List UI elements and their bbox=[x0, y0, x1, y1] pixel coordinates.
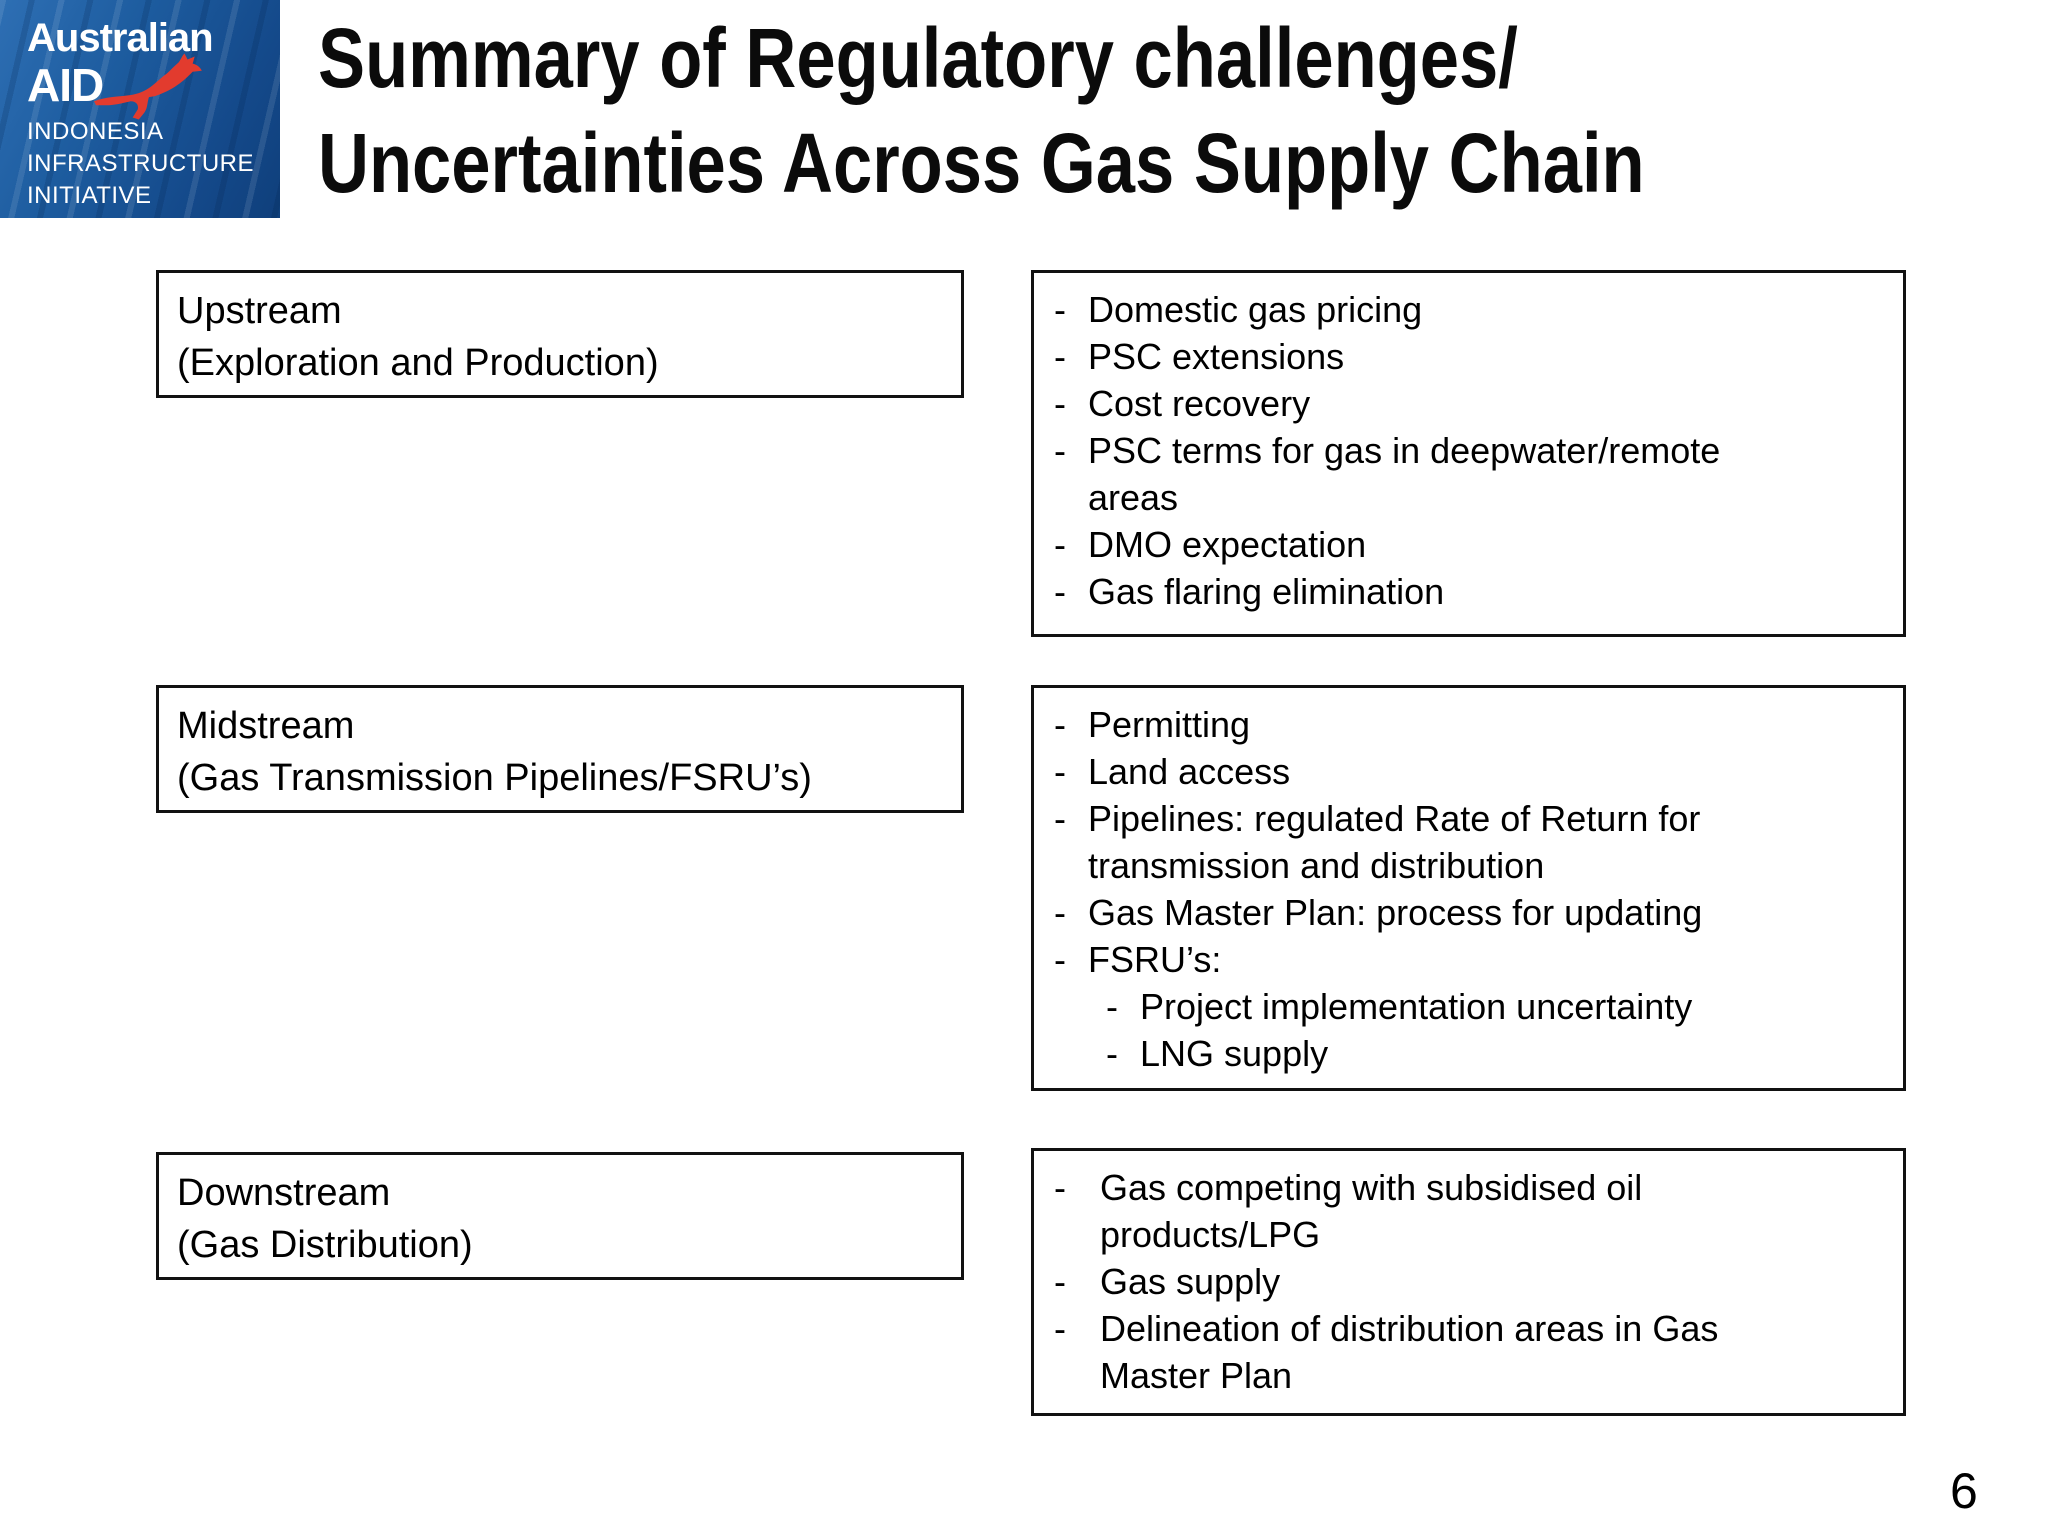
bullet-text: DMO expectation bbox=[1088, 524, 1367, 565]
bullet-text: Pipelines: regulated Rate of Return for … bbox=[1088, 798, 1701, 886]
bullet-dash: - bbox=[1054, 336, 1066, 377]
bullet-dash: - bbox=[1106, 1033, 1118, 1074]
logo-subtitle-line: INFRASTRUCTURE bbox=[27, 150, 254, 177]
logo-subtitle-line: INITIATIVE bbox=[27, 182, 152, 209]
bullet-text: Gas competing with subsidised oil produc… bbox=[1100, 1167, 1643, 1255]
stage-name: Midstream bbox=[177, 705, 355, 747]
bullet-dash: - bbox=[1054, 524, 1066, 565]
bullet-item: - Gas Master Plan: process for updating bbox=[1054, 889, 1891, 936]
bullet-text: Project implementation uncertainty bbox=[1140, 986, 1693, 1027]
bullet-item: - Pipelines: regulated Rate of Return fo… bbox=[1054, 795, 1891, 889]
bullet-dash: - bbox=[1054, 704, 1066, 745]
logo-subtitle-line: INDONESIA bbox=[27, 118, 164, 145]
logo-brand-line1: Australian bbox=[27, 16, 214, 60]
bullet-text: Domestic gas pricing bbox=[1088, 289, 1423, 330]
bullet-dash: - bbox=[1054, 571, 1066, 612]
bullet-item: - PSC terms for gas in deepwater/remote … bbox=[1054, 427, 1891, 521]
bullet-item-sub: - Project implementation uncertainty bbox=[1106, 983, 1891, 1030]
bullet-dash: - bbox=[1054, 430, 1066, 471]
bullet-text: Gas Master Plan: process for updating bbox=[1088, 892, 1703, 933]
bullet-text: PSC terms for gas in deepwater/remote ar… bbox=[1088, 430, 1721, 518]
bullet-text: Permitting bbox=[1088, 704, 1251, 745]
page-number: 6 bbox=[1950, 1463, 1978, 1519]
stage-name: Downstream bbox=[177, 1172, 391, 1214]
slide-title-line2: Uncertainties Across Gas Supply Chain bbox=[318, 116, 1645, 210]
stage-detail: (Gas Distribution) bbox=[177, 1224, 473, 1266]
bullet-item: - Cost recovery bbox=[1054, 380, 1891, 427]
bullet-item: - Delineation of distribution areas in G… bbox=[1054, 1305, 1891, 1399]
stage-box-upstream: Upstream (Exploration and Production) bbox=[156, 270, 964, 398]
challenges-box-midstream: - Permitting - Land access - Pipelines: … bbox=[1031, 685, 1906, 1091]
challenges-box-downstream: - Gas competing with subsidised oil prod… bbox=[1031, 1148, 1906, 1416]
bullet-dash: - bbox=[1054, 751, 1066, 792]
bullet-text: PSC extensions bbox=[1088, 336, 1345, 377]
bullet-item: - Gas supply bbox=[1054, 1258, 1891, 1305]
challenges-box-upstream: - Domestic gas pricing - PSC extensions … bbox=[1031, 270, 1906, 637]
bullet-item: - Domestic gas pricing bbox=[1054, 286, 1891, 333]
bullet-item: - Gas competing with subsidised oil prod… bbox=[1054, 1164, 1891, 1258]
bullet-item-sub: - LNG supply bbox=[1106, 1030, 1891, 1077]
stage-name: Upstream bbox=[177, 290, 342, 332]
bullet-item: - Land access bbox=[1054, 748, 1891, 795]
stage-box-midstream: Midstream (Gas Transmission Pipelines/FS… bbox=[156, 685, 964, 813]
bullet-dash: - bbox=[1054, 383, 1066, 424]
bullet-text: Cost recovery bbox=[1088, 383, 1311, 424]
logo-brand-line2: AID bbox=[27, 59, 104, 111]
slide-title-line1: Summary of Regulatory challenges/ bbox=[318, 11, 1518, 105]
bullet-dash: - bbox=[1106, 986, 1118, 1027]
slide-title: Summary of Regulatory challenges/ Uncert… bbox=[318, 6, 1645, 216]
bullet-dash: - bbox=[1054, 939, 1066, 980]
bullet-item: - FSRU’s: bbox=[1054, 936, 1891, 983]
bullet-dash: - bbox=[1054, 289, 1066, 330]
bullet-text: Gas flaring elimination bbox=[1088, 571, 1445, 612]
bullet-item: - Permitting bbox=[1054, 701, 1891, 748]
bullet-text: FSRU’s: bbox=[1088, 939, 1222, 980]
bullet-text: Land access bbox=[1088, 751, 1291, 792]
bullet-item: - DMO expectation bbox=[1054, 521, 1891, 568]
bullet-text: Gas supply bbox=[1100, 1261, 1281, 1302]
bullet-item: - PSC extensions bbox=[1054, 333, 1891, 380]
bullet-text: LNG supply bbox=[1140, 1033, 1329, 1074]
bullet-dash: - bbox=[1054, 1167, 1066, 1208]
bullet-dash: - bbox=[1054, 1261, 1066, 1302]
australian-aid-logo: Australian AID INDONESIA INFRASTRUCTURE … bbox=[0, 0, 280, 218]
bullet-dash: - bbox=[1054, 798, 1066, 839]
bullet-dash: - bbox=[1054, 892, 1066, 933]
bullet-item: - Gas flaring elimination bbox=[1054, 568, 1891, 615]
kangaroo-icon bbox=[94, 53, 202, 120]
bullet-text: Delineation of distribution areas in Gas… bbox=[1100, 1308, 1719, 1396]
stage-box-downstream: Downstream (Gas Distribution) bbox=[156, 1152, 964, 1280]
stage-detail: (Exploration and Production) bbox=[177, 342, 659, 384]
stage-detail: (Gas Transmission Pipelines/FSRU’s) bbox=[177, 757, 812, 799]
bullet-dash: - bbox=[1054, 1308, 1066, 1349]
